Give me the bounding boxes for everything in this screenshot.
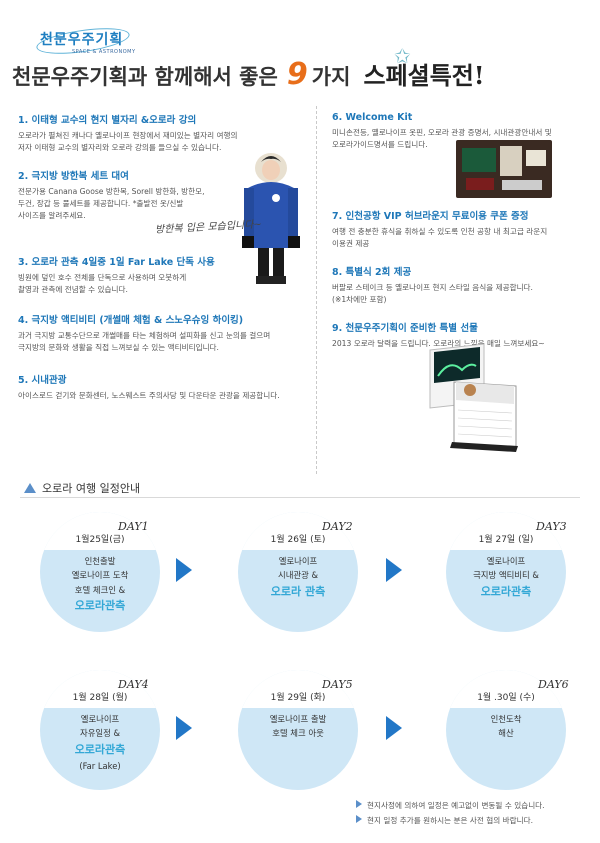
arrow-right-icon bbox=[176, 558, 192, 582]
day-label: DAY6 bbox=[538, 678, 569, 691]
headline-special: 스페셜특전! bbox=[363, 61, 485, 90]
welcome-kit-image bbox=[456, 140, 552, 198]
arrow-right-icon bbox=[386, 558, 402, 582]
triangle-right-icon bbox=[356, 815, 362, 823]
benefit-title: 2. 극지방 방한복 세트 대여 bbox=[18, 171, 129, 182]
headline-part1: 천문우주기획과 함께해서 좋은 bbox=[12, 65, 278, 89]
day-date: 1월25일(금) bbox=[75, 535, 125, 545]
parka-person-image bbox=[242, 153, 300, 284]
logo-subtitle: SPACE & ASTRONOMY bbox=[72, 49, 136, 55]
day-date: 1월 27일 (일) bbox=[478, 535, 534, 545]
footnote-2: 현지 일정 추가를 원하시는 분은 사전 협의 바랍니다. bbox=[356, 815, 533, 826]
benefit-title: 5. 시내관광 bbox=[18, 375, 67, 386]
day-label: DAY4 bbox=[118, 678, 149, 691]
day-label: DAY2 bbox=[322, 520, 353, 533]
benefit-desc: 아이스로드 걷기와 문화센터, 노스웨스트 주의사당 및 다운타운 관광을 제공… bbox=[18, 391, 280, 400]
aurora-calendar-image bbox=[429, 343, 518, 452]
day-date: 1월 28일 (월) bbox=[72, 693, 128, 703]
star-icon: ✩ bbox=[394, 44, 411, 68]
benefit-desc: 2013 오로라 달력을 드립니다. 오로라의 느낌을 매일 느껴보세요~ bbox=[332, 339, 545, 348]
headline-number: 9 bbox=[286, 57, 308, 92]
logo-name: 천문우주기획 bbox=[40, 32, 124, 48]
benefit-title: 8. 특별식 2회 제공 bbox=[332, 267, 412, 278]
triangle-right-icon bbox=[356, 800, 362, 808]
footnote-1: 현지사정에 의하여 일정은 예고없이 변동될 수 있습니다. bbox=[356, 800, 545, 811]
column-divider bbox=[316, 106, 317, 474]
day-label: DAY1 bbox=[118, 520, 149, 533]
benefit-title: 4. 극지방 액티비티 (개썰매 체험 & 스노우슈잉 하이킹) bbox=[18, 315, 244, 326]
benefit-title: 7. 인천공항 VIP 허브라운지 무료이용 쿠폰 증정 bbox=[332, 211, 529, 222]
benefit-item-8: 8. 특별식 2회 제공 버팔로 스테이크 등 옐로나이프 현지 스타일 음식을… bbox=[332, 264, 592, 306]
benefit-title: 6. Welcome Kit bbox=[332, 112, 413, 123]
headline-part2: 가지 bbox=[311, 65, 351, 89]
benefit-title: 9. 천문우주기획이 준비한 특별 선물 bbox=[332, 323, 478, 334]
day-label: DAY5 bbox=[322, 678, 353, 691]
arrow-right-icon bbox=[176, 716, 192, 740]
benefit-desc: 전문가용 Canana Goose 방한복, Sorell 방한화, 방한모,두… bbox=[18, 187, 205, 220]
benefit-item-4: 4. 극지방 액티비티 (개썰매 체험 & 스노우슈잉 하이킹) 과거 극지방 … bbox=[18, 312, 318, 354]
benefit-title: 1. 이태형 교수의 현지 별자리 &오로라 강의 bbox=[18, 115, 197, 126]
company-logo: 천문우주기획 SPACE & ASTRONOMY bbox=[28, 23, 138, 60]
benefit-item-5: 5. 시내관광 아이스로드 걷기와 문화센터, 노스웨스트 주의사당 및 다운타… bbox=[18, 372, 318, 402]
benefit-item-7: 7. 인천공항 VIP 허브라운지 무료이용 쿠폰 증정 여행 전 충분한 휴식… bbox=[332, 208, 592, 250]
schedule-title: 오로라 여행 일정안내 bbox=[24, 480, 140, 496]
benefit-desc: 버팔로 스테이크 등 옐로나이프 현지 스타일 음식을 제공합니다.(※1차에만… bbox=[332, 283, 533, 304]
day-date: 1월 .30일 (수) bbox=[477, 693, 535, 703]
day-label: DAY3 bbox=[536, 520, 567, 533]
benefit-title: 3. 오로라 관측 4일중 1일 Far Lake 단독 사용 bbox=[18, 257, 215, 268]
triangle-icon bbox=[24, 483, 36, 493]
benefit-desc: 과거 극지방 교통수단으로 개썰매를 타는 체험하며 설피화를 신고 눈의를 걸… bbox=[18, 331, 271, 352]
benefit-item-9: 9. 천문우주기획이 준비한 특별 선물 2013 오로라 달력을 드립니다. … bbox=[332, 320, 592, 350]
section-divider bbox=[20, 497, 580, 498]
benefit-item-1: 1. 이태형 교수의 현지 별자리 &오로라 강의 오로라가 펼쳐진 캐나다 옐… bbox=[18, 112, 308, 154]
benefit-item-2: 2. 극지방 방한복 세트 대여 전문가용 Canana Goose 방한복, … bbox=[18, 168, 228, 221]
arrow-right-icon bbox=[386, 716, 402, 740]
benefit-item-3: 3. 오로라 관측 4일중 1일 Far Lake 단독 사용 빙원에 덮인 호… bbox=[18, 254, 238, 296]
day-date: 1월 29일 (화) bbox=[270, 693, 326, 703]
benefit-item-6: 6. Welcome Kit 미니손전등, 옐로나이프 옷핀, 오로라 관광 증… bbox=[332, 112, 592, 151]
day-date: 1월 26일 (토) bbox=[270, 535, 326, 545]
